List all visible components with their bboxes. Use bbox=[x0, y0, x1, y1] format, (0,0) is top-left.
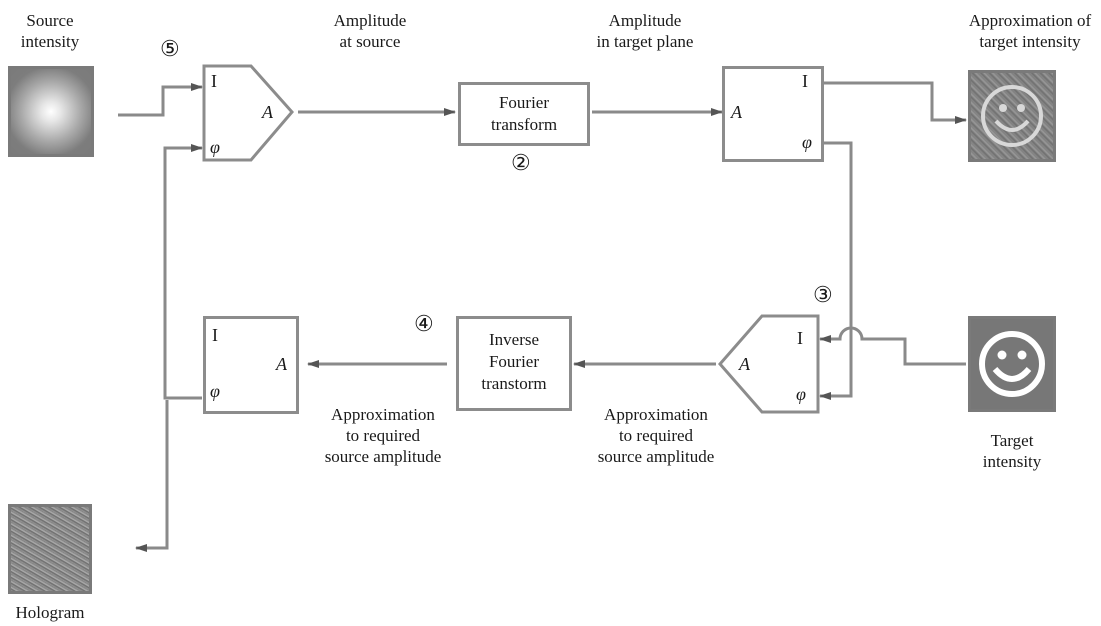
port-phi-combiner-bottom: φ bbox=[796, 384, 806, 404]
splitter-bottom-left bbox=[203, 316, 299, 414]
port-i-combiner-top: I bbox=[211, 71, 217, 91]
combiner-top-left bbox=[202, 64, 294, 162]
port-a-splitter-top: A bbox=[731, 102, 742, 122]
hologram-image bbox=[8, 504, 92, 594]
fourier-line-1: Fourier bbox=[498, 93, 550, 112]
smiley-icon bbox=[979, 331, 1045, 397]
wire-splitter-to-hologram bbox=[135, 400, 169, 552]
wire-source-to-combiner bbox=[118, 83, 203, 117]
step-marker-four: ④ bbox=[414, 311, 434, 336]
inverse-fourier-block: Inverse Fourier transtorm bbox=[456, 316, 572, 411]
smiley-faint-icon bbox=[981, 85, 1043, 147]
combiner-bottom-right bbox=[718, 314, 820, 414]
wire-phase-feedback bbox=[163, 144, 203, 400]
port-i-splitter-bottom: I bbox=[212, 325, 218, 345]
fourier-line-2: transform bbox=[490, 115, 558, 134]
fourier-transform-block: Fourier transform bbox=[458, 82, 590, 146]
inverse-line-3: transtorm bbox=[481, 374, 547, 393]
splitter-top-right bbox=[722, 66, 824, 162]
step-marker-two: ② bbox=[511, 150, 531, 175]
step-marker-three: ③ bbox=[813, 282, 833, 307]
inverse-line-1: Inverse bbox=[488, 330, 540, 349]
wire-target-to-combiner bbox=[819, 326, 966, 366]
step-marker-five: ⑤ bbox=[160, 36, 180, 61]
approximation-image bbox=[968, 70, 1056, 162]
port-phi-splitter-bottom: φ bbox=[210, 381, 220, 401]
port-a-combiner-bottom: A bbox=[739, 354, 750, 374]
port-i-splitter-top: I bbox=[802, 71, 808, 91]
port-phi-combiner-top: φ bbox=[210, 137, 220, 157]
wire-splitter-phase-down bbox=[819, 141, 853, 400]
source-intensity-image bbox=[8, 66, 94, 157]
port-a-combiner-top: A bbox=[262, 102, 273, 122]
port-phi-splitter-top: φ bbox=[802, 132, 812, 152]
port-i-combiner-bottom: I bbox=[797, 328, 803, 348]
target-intensity-image bbox=[968, 316, 1056, 412]
hologram-label: Hologram bbox=[15, 603, 85, 622]
port-a-splitter-bottom: A bbox=[276, 354, 287, 374]
wire-splitter-to-approx bbox=[824, 81, 967, 124]
inverse-line-2: Fourier bbox=[488, 352, 540, 371]
